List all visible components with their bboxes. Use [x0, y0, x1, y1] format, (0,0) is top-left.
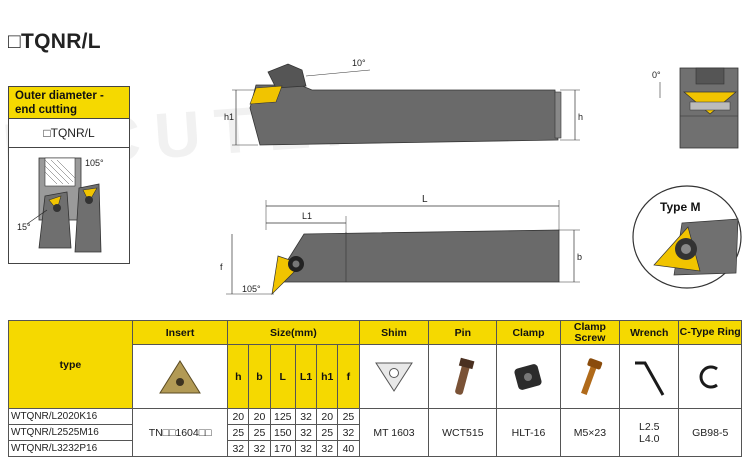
- type-m-label: Type M: [660, 200, 700, 214]
- screw-value: M5×23: [559, 408, 621, 457]
- row-type: WTQNR/L3232P16: [8, 440, 133, 457]
- cell-h: 32: [227, 440, 250, 457]
- angle-10-label: 10°: [352, 58, 366, 68]
- dim-f-label: f: [220, 262, 223, 272]
- clamp-icon: [514, 363, 543, 390]
- cell-h1: 25: [316, 424, 339, 441]
- pin-icon: [454, 357, 475, 395]
- dim-header-f: f: [337, 344, 360, 409]
- application-heading: Outer diameter -end cutting: [9, 87, 129, 119]
- insert-code: TN□□1604□□: [131, 408, 229, 457]
- wrench-value-1: L2.5: [639, 420, 660, 433]
- shim-icon: [375, 362, 413, 392]
- holder-side-view: h1 10° h: [224, 58, 583, 146]
- cell-L1: 32: [294, 440, 318, 457]
- header-c-type-ring: C-Type Ring: [678, 320, 742, 345]
- page-title: □TQNR/L: [8, 30, 101, 53]
- dim-L-label: L: [422, 194, 428, 205]
- screw-icon: [580, 357, 603, 395]
- insert-image-cell: [131, 344, 229, 409]
- spec-table: type Insert Size(mm) Shim Pin Clamp Clam…: [8, 320, 742, 457]
- header-clamp-screw: Clamp Screw: [559, 320, 621, 345]
- angle-15-label: 15°: [17, 222, 31, 232]
- application-box: Outer diameter -end cutting □TQNR/L 105°…: [8, 86, 130, 264]
- header-wrench: Wrench: [619, 320, 680, 345]
- wrench-icon: [635, 361, 665, 396]
- dim-header-L1: L1: [294, 344, 318, 409]
- dim-header-b: b: [248, 344, 271, 409]
- cell-h: 20: [227, 408, 250, 425]
- type-m-detail: Type M: [632, 185, 742, 289]
- clamp-detail-view: 0°: [652, 67, 739, 149]
- dim-L1-label: L1: [302, 211, 312, 221]
- cell-L: 170: [269, 440, 296, 457]
- shim-value: MT 1603: [358, 408, 430, 457]
- angle-105-label: 105°: [85, 158, 104, 168]
- row-type: WTQNR/L2020K16: [8, 408, 133, 425]
- cell-L1: 32: [294, 424, 318, 441]
- insert-icon: [159, 359, 201, 393]
- wrench-value: L2.5 L4.0: [619, 408, 680, 457]
- wrench-value-2: L4.0: [639, 432, 660, 445]
- wrench-image-cell: [619, 344, 680, 409]
- pin-value: WCT515: [428, 408, 498, 457]
- dim-header-h1: h1: [316, 344, 339, 409]
- dim-header-h: h: [227, 344, 250, 409]
- cell-b: 20: [248, 408, 271, 425]
- pin-image-cell: [428, 344, 498, 409]
- c-ring-icon: [699, 365, 719, 388]
- row-type: WTQNR/L2525M16: [8, 424, 133, 441]
- cell-h1: 20: [316, 408, 339, 425]
- dim-h-label: h: [578, 112, 583, 122]
- dim-header-L: L: [269, 344, 296, 409]
- dim-h1-label: h1: [224, 112, 234, 122]
- angle-105-view-label: 105°: [242, 284, 261, 294]
- clamp-value: HLT-16: [496, 408, 561, 457]
- cell-L: 125: [269, 408, 296, 425]
- cell-b: 25: [248, 424, 271, 441]
- end-cutting-diagram: 105° 15°: [17, 157, 104, 253]
- cell-f: 25: [337, 408, 360, 425]
- cell-h1: 32: [316, 440, 339, 457]
- header-pin: Pin: [428, 320, 498, 345]
- cell-h: 25: [227, 424, 250, 441]
- cell-b: 32: [248, 440, 271, 457]
- header-shim: Shim: [358, 320, 430, 345]
- cell-f: 40: [337, 440, 360, 457]
- holder-top-view: L L1 f 105° b: [220, 194, 582, 296]
- cell-L1: 32: [294, 408, 318, 425]
- table-row: WTQNR/L3232P16 32 32 170 32 32 40: [8, 440, 742, 457]
- cell-f: 32: [337, 424, 360, 441]
- screw-image-cell: [559, 344, 621, 409]
- shim-image-cell: [358, 344, 430, 409]
- dim-b-label: b: [577, 252, 582, 262]
- angle-0-label: 0°: [652, 70, 661, 80]
- header-insert: Insert: [131, 320, 229, 345]
- table-row: WTQNR/L2020K16 TN□□1604□□ 20 20 125 32 2…: [8, 408, 742, 457]
- ring-value: GB98-5: [678, 408, 742, 457]
- clamp-image-cell: [496, 344, 561, 409]
- header-size: Size(mm): [227, 320, 360, 345]
- application-code: □TQNR/L: [9, 119, 129, 148]
- header-clamp: Clamp: [496, 320, 561, 345]
- ring-image-cell: [678, 344, 742, 409]
- cell-L: 150: [269, 424, 296, 441]
- header-type: type: [8, 320, 133, 409]
